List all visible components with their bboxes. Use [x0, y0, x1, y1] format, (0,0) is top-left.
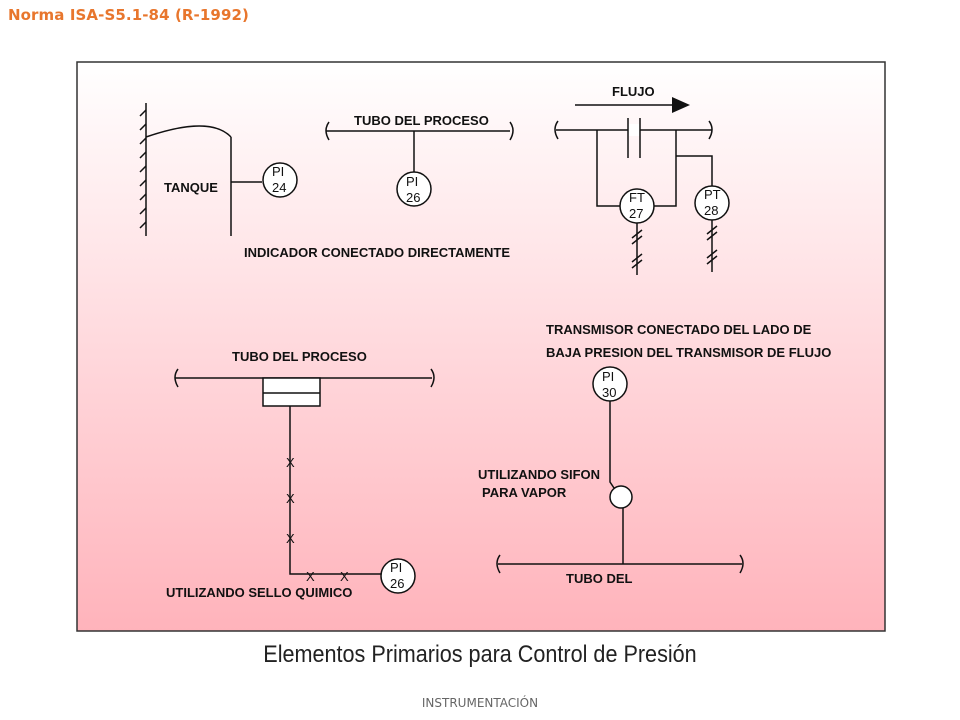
ft27-letters: FT: [629, 190, 645, 205]
transmitter-label-line1: TRANSMISOR CONECTADO DEL LADO DE: [546, 322, 812, 337]
bottom-pipe-break-right: [430, 368, 435, 388]
direct-indicator-label: INDICADOR CONECTADO DIRECTAMENTE: [244, 245, 510, 260]
pt28-signal-hatch: [706, 225, 718, 265]
process-pipe-top-label: TUBO DEL PROCESO: [354, 113, 489, 128]
pi26-bottom-bubble: [380, 558, 416, 594]
pi26-top-number: 26: [406, 190, 420, 205]
pt28-letters: PT: [704, 187, 721, 202]
pi30-number: 30: [602, 385, 616, 400]
capillary-x-3: X: [286, 531, 295, 546]
ft27-number: 27: [629, 206, 643, 221]
pi26-top-bubble: [396, 171, 432, 207]
pi24-bubble: [262, 162, 298, 198]
pi30-letters: PI: [602, 369, 614, 384]
pi26-bottom-letters: PI: [390, 560, 402, 575]
flow-pipe-break-left: [554, 120, 559, 140]
flow-label: FLUJO: [612, 84, 655, 99]
siphon-group: TRANSMISOR CONECTADO DEL LADO DE BAJA PR…: [478, 322, 831, 586]
slide-footer: INSTRUMENTACIÓN: [421, 696, 539, 710]
tank-wall-hatch: [139, 109, 147, 229]
pt28-number: 28: [704, 203, 718, 218]
capillary-x-2: X: [286, 491, 295, 506]
pipe-short-label: TUBO DEL: [566, 571, 633, 586]
diagram-frame: [76, 61, 886, 632]
flow-pipe-break-right: [708, 120, 713, 140]
pi24-letters: PI: [272, 164, 284, 179]
capillary-x-5: X: [340, 569, 349, 584]
pi26-top-letters: PI: [406, 174, 418, 189]
process-pipe-bottom-label: TUBO DEL PROCESO: [232, 349, 367, 364]
tank-group: TANQUE PI 24: [139, 103, 298, 236]
tank-label: TANQUE: [164, 180, 218, 195]
siphon-label-line1: UTILIZANDO SIFON: [478, 467, 600, 482]
siphon-upper-line: [609, 401, 615, 489]
capillary-x-1: X: [286, 455, 295, 470]
slide-title: Norma ISA-S5.1-84 (R-1992): [8, 6, 249, 24]
bottom-pipe-break-left: [174, 368, 179, 388]
capillary-line: [289, 406, 381, 575]
chemical-seal-body: [262, 377, 321, 407]
diagram-caption: Elementos Primarios para Control de Pres…: [263, 641, 697, 668]
tank-outline: [145, 103, 232, 236]
right-pipe-break-left: [496, 554, 501, 574]
process-pipe-top-group: TUBO DEL PROCESO PI 26: [325, 113, 514, 207]
transmitter-label-line2: BAJA PRESION DEL TRANSMISOR DE FLUJO: [546, 345, 831, 360]
flow-arrow-head: [672, 97, 690, 113]
chemical-seal-group: TUBO DEL PROCESO X X X X X PI 26 UTILIZA…: [166, 349, 435, 600]
pi24-number: 24: [272, 180, 286, 195]
orifice-gap: [628, 124, 640, 136]
pt28-impulse-line: [676, 155, 713, 186]
siphon-label-line2: PARA VAPOR: [482, 485, 567, 500]
capillary-x-4: X: [306, 569, 315, 584]
pi26-bottom-number: 26: [390, 576, 404, 591]
right-pipe-break-right: [739, 554, 744, 574]
pipe-break-left: [325, 121, 330, 141]
ft27-signal-hatch: [631, 229, 643, 269]
chemical-seal-label: UTILIZANDO SELLO QUIMICO: [166, 585, 352, 600]
siphon-loop: [609, 485, 633, 509]
flow-group: FLUJO FT 27 PT 28: [554, 84, 730, 275]
pipe-break-right: [509, 121, 514, 141]
